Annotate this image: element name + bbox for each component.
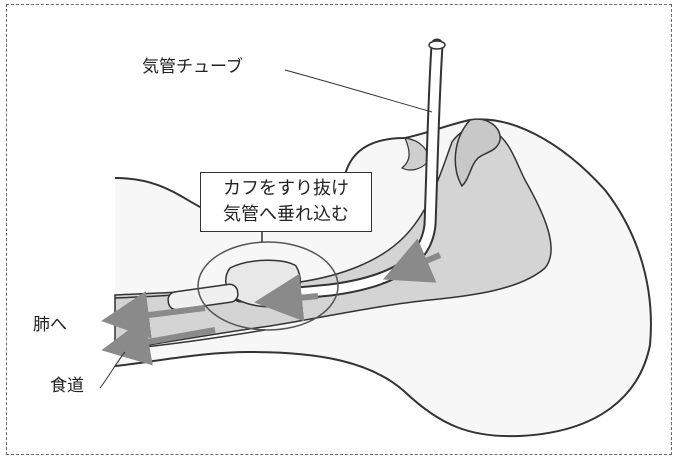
label-to-lungs: 肺へ	[33, 317, 67, 334]
label-tracheal-tube: 気管チューブ	[142, 59, 243, 76]
tube-opening	[429, 41, 445, 49]
leader-esophagus	[100, 352, 125, 388]
label-esophagus: 食道	[50, 378, 84, 395]
callout-line-2: 気管へ垂れ込む	[201, 202, 371, 228]
callout-line-1: カフをすり抜け	[201, 176, 371, 202]
callout-box: カフをすり抜け 気管へ垂れ込む	[200, 172, 372, 232]
leader-tracheal-tube	[285, 70, 432, 112]
flow-arrow-cuff	[278, 296, 318, 300]
